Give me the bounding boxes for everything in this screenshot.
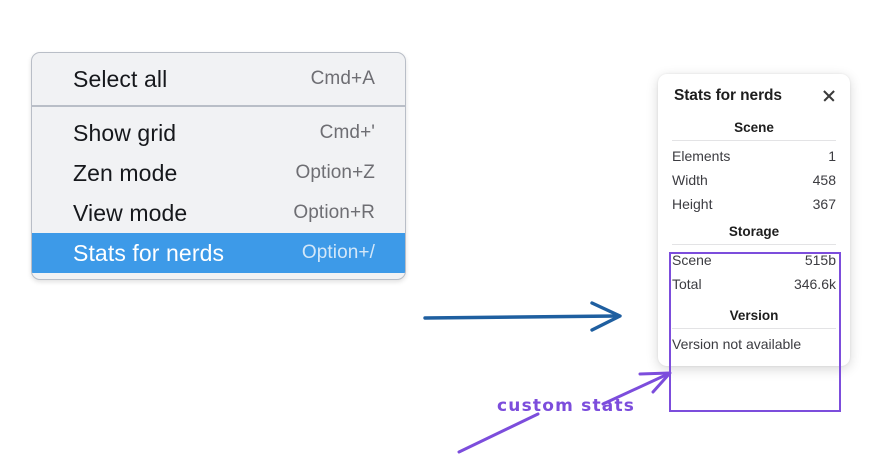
menu-item-label: Stats for nerds (73, 239, 225, 266)
menu-separator (32, 105, 405, 107)
menu-item-shortcut: Option+R (293, 202, 375, 223)
stat-value: 346.6k (793, 275, 836, 292)
section-title: Version (729, 308, 779, 323)
stats-for-nerds-panel: Stats for nerds Scene Elements 1 Width 4… (658, 74, 850, 366)
stat-row: Width 458 (672, 168, 836, 192)
menu-item-show-grid[interactable]: Show grid Cmd+' (32, 113, 405, 153)
menu-item-shortcut: Cmd+' (319, 122, 375, 143)
section-divider (672, 244, 836, 245)
section-title: Scene (734, 120, 774, 135)
menu-item-shortcut: Option+/ (301, 242, 375, 263)
menu-item-view-mode[interactable]: View mode Option+R (32, 193, 405, 233)
section-version: Version Version not available (658, 306, 850, 356)
stat-label: Width (672, 171, 708, 188)
menu-item-select-all[interactable]: Select all Cmd+A (32, 59, 405, 99)
section-divider (672, 140, 836, 141)
stat-row: Total 346.6k (672, 272, 836, 296)
stat-value: 515b (804, 251, 836, 268)
context-menu[interactable]: Select all Cmd+A Show grid Cmd+' Zen mod… (31, 52, 406, 280)
stat-label: Total (672, 275, 702, 292)
menu-item-label: Show grid (73, 119, 177, 146)
stat-value: 367 (812, 195, 836, 212)
stat-row: Elements 1 (672, 144, 836, 168)
stat-label: Height (672, 195, 713, 212)
version-text: Version not available (672, 336, 802, 352)
menu-item-zen-mode[interactable]: Zen mode Option+Z (32, 153, 405, 193)
menu-item-shortcut: Cmd+A (310, 68, 375, 89)
section-title: Storage (728, 224, 780, 239)
menu-item-label: View mode (73, 199, 188, 226)
stat-label: Scene (672, 251, 712, 268)
menu-group-2: Show grid Cmd+' Zen mode Option+Z View m… (32, 107, 405, 279)
menu-item-label: Select all (73, 65, 168, 92)
blue-arrow-icon (423, 301, 622, 332)
panel-header: Stats for nerds (658, 87, 850, 105)
menu-item-label: Zen mode (73, 159, 178, 186)
custom-stats-annotation-label: custom stats (497, 396, 636, 416)
menu-item-stats-for-nerds[interactable]: Stats for nerds Option+/ (32, 233, 405, 273)
stat-value: 1 (828, 147, 836, 164)
section-storage: Storage Scene 515b Total 346.6k (658, 222, 850, 296)
section-scene: Scene Elements 1 Width 458 Height 367 (658, 118, 850, 216)
menu-group-1: Select all Cmd+A (32, 53, 405, 105)
menu-item-shortcut: Option+Z (295, 162, 375, 183)
stat-label: Elements (672, 147, 731, 164)
stat-row: Height 367 (672, 192, 836, 216)
stat-row: Scene 515b (672, 248, 836, 272)
section-divider (672, 328, 836, 329)
close-icon[interactable] (821, 88, 837, 104)
stat-value: 458 (812, 171, 836, 188)
panel-title: Stats for nerds (674, 87, 782, 104)
purple-underline-stroke (457, 412, 540, 454)
